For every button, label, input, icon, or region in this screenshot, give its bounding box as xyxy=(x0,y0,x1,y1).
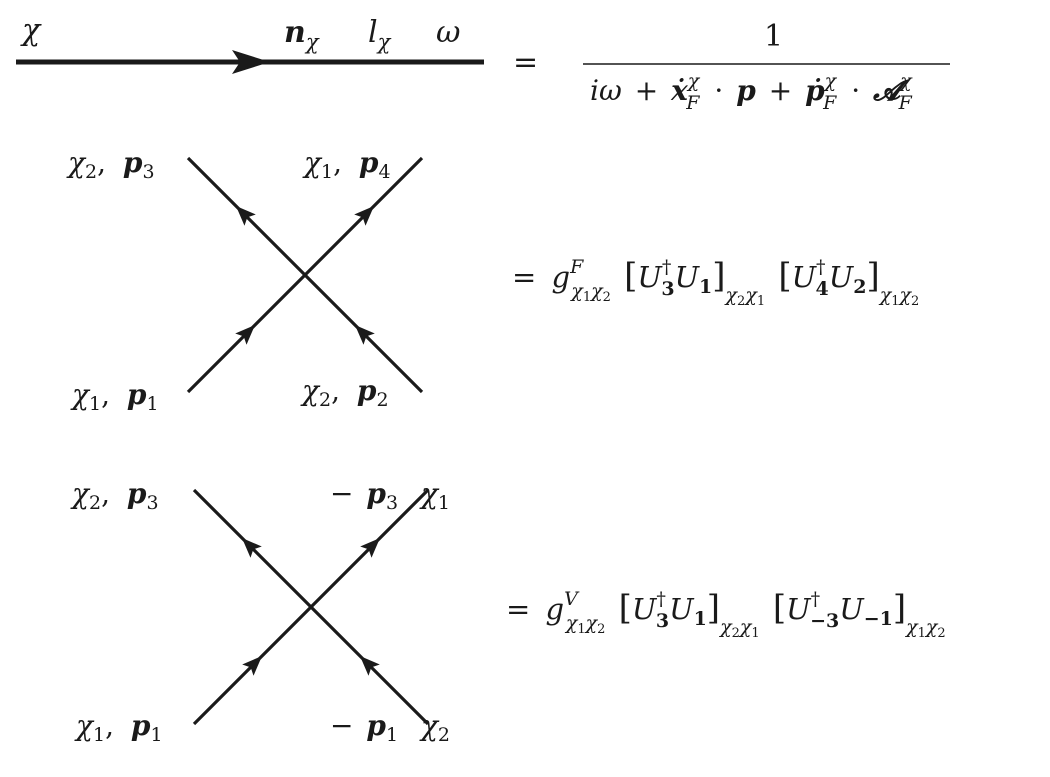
forward-vertex-line-b xyxy=(186,156,424,394)
forward-vertex-label-bottom-left: χ1, p1 xyxy=(70,378,159,415)
propagator-patch-label: lχ xyxy=(368,15,392,54)
forward-vertex-arrow-bottom-left-icon xyxy=(235,325,255,345)
forward-vertex-label-bottom-right: χ2, p2 xyxy=(300,374,389,411)
forward-vertex-arrow-bottom-right-icon xyxy=(355,325,375,345)
vertical-vertex-arrow-top-right-icon xyxy=(360,538,380,558)
vertical-vertex-arrow-bottom-right-icon xyxy=(360,656,380,676)
propagator-numerator: 1 xyxy=(764,19,783,54)
forward-vertex-arrow-top-right-icon xyxy=(354,206,374,226)
forward-vertex-arrow-top-left-icon xyxy=(236,206,256,226)
vertical-vertex-arrow-top-left-icon xyxy=(242,538,262,558)
vertical-vertex-arrow-bottom-left-icon xyxy=(242,656,262,676)
forward-vertex-label-top-left: χ2, p3 xyxy=(66,146,155,183)
propagator-arrow-icon xyxy=(232,50,270,74)
propagator-frequency-label: ω xyxy=(436,15,460,50)
vertical-vertex-label-bottom-left: χ1, p1 xyxy=(74,709,163,746)
vertical-vertex-line-b xyxy=(192,488,430,726)
vertical-vertex-label-bottom-right: − p1 χ2 xyxy=(330,709,450,748)
forward-vertex-label-top-right: χ1, p4 xyxy=(302,146,391,183)
propagator-flavor-label: χ xyxy=(20,13,42,48)
propagator-normal-vector-label: nχ xyxy=(284,15,320,54)
vertical-vertex-label-top-left: χ2, p3 xyxy=(70,477,159,514)
propagator-equals-sign: = xyxy=(513,45,538,80)
vertical-vertex-label-top-right: − p3 χ1 xyxy=(330,477,450,516)
